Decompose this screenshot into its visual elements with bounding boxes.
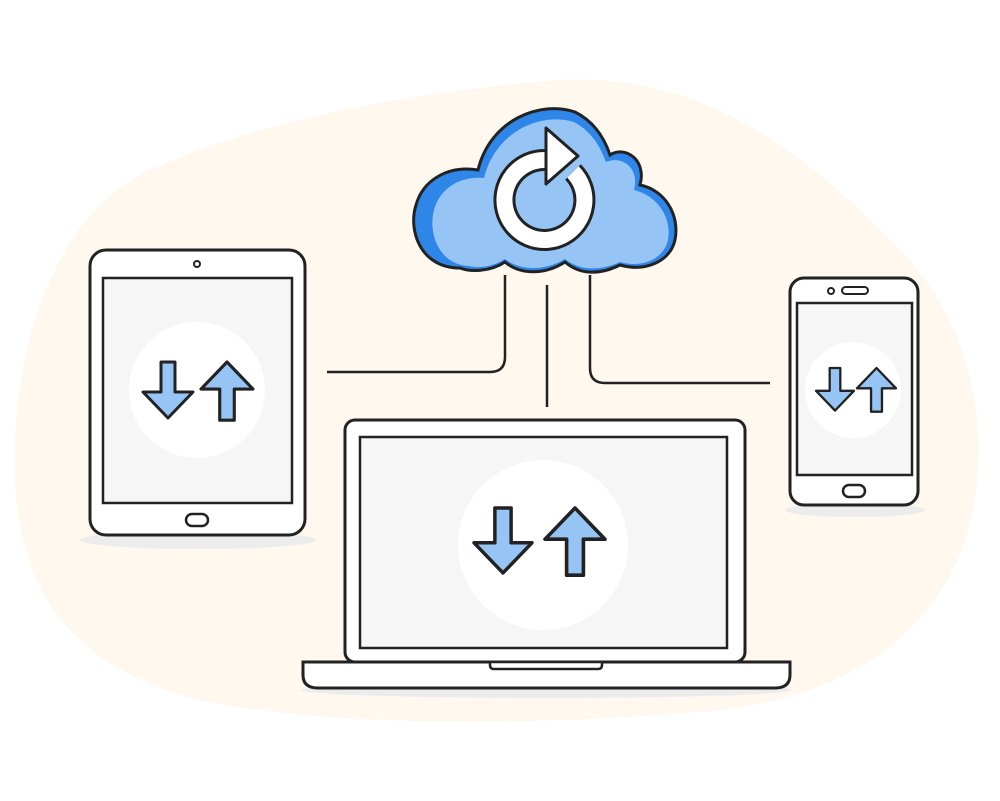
connector-lines	[327, 275, 770, 407]
laptop-notch	[488, 660, 604, 671]
connector-tablet	[327, 275, 507, 374]
laptop-icon	[301, 418, 792, 698]
phone-speaker	[841, 286, 869, 295]
tablet-home-button	[184, 512, 210, 528]
refresh-icon	[493, 126, 596, 251]
cloud-icon	[412, 107, 678, 274]
phone-camera	[827, 287, 835, 295]
tablet-camera	[193, 260, 201, 268]
connector-phone	[588, 275, 770, 385]
phone-home-button	[841, 483, 867, 499]
tablet-icon	[80, 248, 316, 549]
smartphone-icon	[785, 276, 925, 517]
